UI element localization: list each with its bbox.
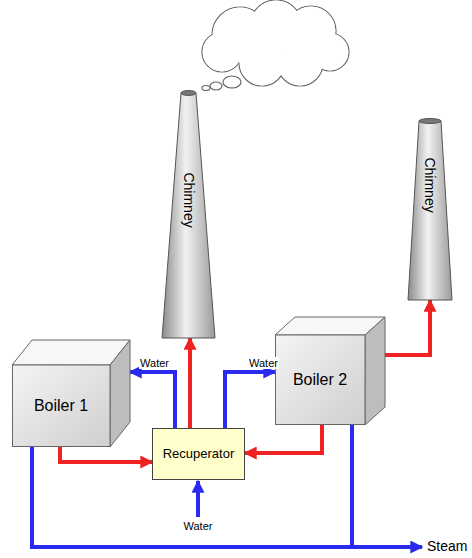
boiler-front	[13, 365, 111, 447]
recuperator-box: Recuperator	[152, 428, 245, 480]
flue-gas-connector	[188, 338, 192, 428]
node-text-area: Chimney	[162, 150, 215, 250]
node-label: Boiler 2	[293, 371, 347, 389]
flue-gas-connector	[245, 425, 322, 453]
node-label: Recuperator	[163, 447, 235, 462]
boiler-side	[110, 340, 130, 447]
boiler-front	[276, 335, 366, 425]
chimney-rim	[181, 91, 196, 96]
chimney-body	[162, 93, 215, 338]
node-label: Boiler 1	[34, 397, 88, 415]
smoke-puffs	[202, 76, 241, 91]
chimney: Chimney	[162, 90, 215, 338]
boiler-top	[12, 340, 130, 365]
flow-label: Water	[183, 520, 214, 532]
steam-line	[350, 425, 354, 547]
boiler-box: Boiler 1	[12, 340, 130, 447]
boiler-box: Boiler 2	[275, 317, 385, 425]
node-text-area: Boiler 1	[12, 365, 110, 447]
flow-label: Steam	[426, 539, 468, 554]
edge-label: Water	[139, 357, 170, 369]
water-connector	[130, 372, 175, 428]
chimney-label: Chimney	[422, 157, 438, 212]
chimney-rim	[419, 119, 441, 124]
water-inlet-line	[196, 481, 200, 517]
water-connector	[225, 372, 275, 428]
flue-gas-connector	[385, 300, 430, 355]
node-shape	[12, 340, 130, 447]
boiler-side	[365, 317, 385, 425]
smoke-cloud	[202, 0, 349, 86]
flue-gas-connector	[60, 447, 152, 462]
edge-label: Water	[248, 357, 279, 369]
node-text-area: Chimney	[408, 140, 452, 230]
chimney-body	[408, 121, 452, 300]
node-text-area: Recuperator	[152, 428, 245, 480]
node-text-area: Boiler 2	[275, 335, 365, 425]
chimney: Chimney	[408, 118, 452, 300]
smoke-cloud-fill	[203, 1, 349, 86]
recuperator-shape	[153, 429, 245, 480]
chimney-label: Chimney	[180, 172, 196, 227]
